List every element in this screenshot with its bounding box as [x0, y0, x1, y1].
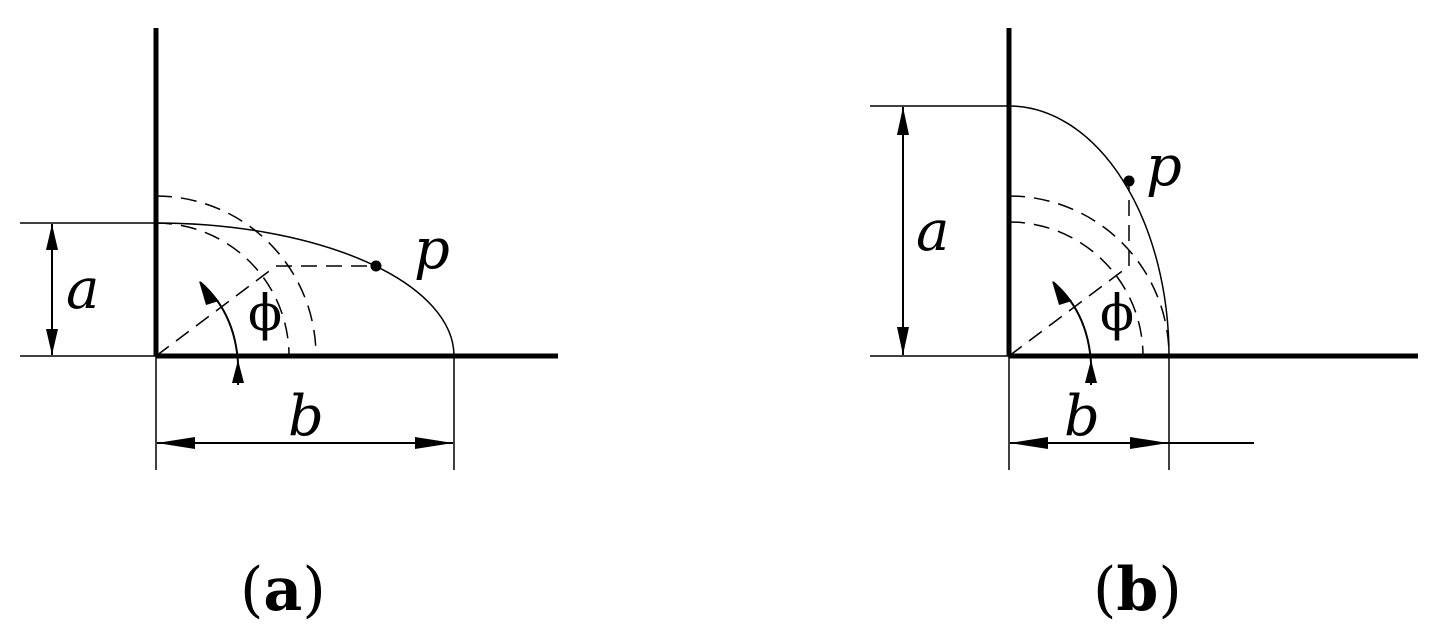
caption-letter: b	[1116, 555, 1158, 625]
ellipse-arc	[1008, 105, 1170, 357]
point-p	[1123, 175, 1135, 187]
label-a: a	[916, 199, 949, 264]
outer-dashed-circle	[155, 195, 317, 357]
angle-arrowhead-upper	[199, 281, 219, 305]
angle-arrowhead-lower	[1085, 360, 1097, 383]
caption-open-paren: (	[240, 555, 263, 625]
arrowhead	[46, 224, 58, 250]
label-phi: ϕ	[248, 284, 282, 342]
ellipse-arc	[155, 222, 455, 357]
construction-lines	[1008, 181, 1130, 357]
caption-close-paren: )	[302, 555, 325, 625]
label-b: b	[288, 384, 324, 449]
label-b: b	[1064, 384, 1100, 449]
angle-arrowhead-lower	[232, 360, 244, 383]
panel-b: a b p ϕ (b)	[870, 28, 1418, 625]
label-phi: ϕ	[1100, 284, 1134, 342]
arrowhead	[897, 107, 909, 135]
outer-dashed-circle	[1008, 195, 1170, 357]
caption-letter: a	[263, 555, 302, 625]
arrowhead	[46, 329, 58, 355]
caption-a: (a)	[240, 555, 326, 625]
caption-close-paren: )	[1158, 555, 1181, 625]
inner-dashed-circle	[1008, 221, 1144, 357]
angle-arrowhead-upper	[1052, 281, 1072, 305]
caption-b: (b)	[1093, 555, 1182, 625]
arrowhead	[1010, 437, 1048, 449]
label-a: a	[66, 257, 99, 322]
label-p: p	[414, 217, 450, 282]
arrowhead	[1130, 437, 1168, 449]
label-p: p	[1146, 134, 1182, 199]
inner-dashed-circle	[155, 222, 290, 357]
caption-open-paren: (	[1093, 555, 1116, 625]
panel-a: a b p ϕ (a)	[20, 28, 558, 625]
arrowhead	[157, 437, 195, 449]
arrowhead	[897, 327, 909, 355]
point-p	[370, 260, 382, 272]
arrowhead	[415, 437, 453, 449]
construction-lines	[155, 265, 376, 357]
